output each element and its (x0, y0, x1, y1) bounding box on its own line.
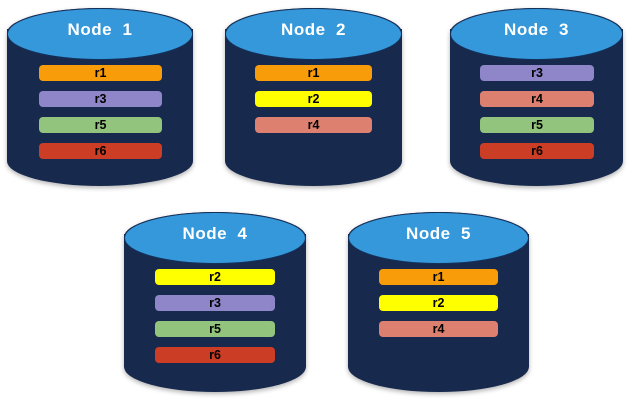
cylinder-top-disc (450, 8, 623, 60)
row-list: r3 r4 r5 r6 (450, 8, 623, 186)
node-title: Node 3 (504, 19, 569, 39)
row-bar[interactable]: r6 (39, 143, 162, 159)
node-4[interactable]: Node 4 r2 r3 r5 r6 (124, 212, 306, 392)
node-2[interactable]: Node 2 r1 r2 r4 (225, 8, 402, 186)
node-title: Node 4 (182, 223, 248, 243)
row-bar[interactable]: r1 (379, 269, 498, 285)
row-bar[interactable]: r1 (255, 65, 372, 81)
row-bar[interactable]: r2 (379, 295, 498, 311)
node-1[interactable]: Node 1 r1 r3 r5 r6 (7, 8, 193, 186)
row-bar[interactable]: r4 (255, 117, 372, 133)
row-bar[interactable]: r5 (155, 321, 275, 337)
row-bar[interactable]: r3 (155, 295, 275, 311)
row-bar[interactable]: r6 (480, 143, 594, 159)
cylinder-top-disc (225, 8, 402, 60)
row-bar[interactable]: r4 (379, 321, 498, 337)
node-title: Node 2 (281, 19, 346, 39)
cylinder-top-disc (124, 212, 306, 265)
row-list: r1 r2 r4 (225, 8, 402, 186)
row-bar[interactable]: r5 (39, 117, 162, 133)
row-bar[interactable]: r5 (480, 117, 594, 133)
node-3[interactable]: Node 3 r3 r4 r5 r6 (450, 8, 623, 186)
row-bar[interactable]: r6 (155, 347, 275, 363)
node-5[interactable]: Node 5 r1 r2 r4 (348, 212, 529, 392)
row-bar[interactable]: r4 (480, 91, 594, 107)
row-bar[interactable]: r2 (255, 91, 372, 107)
cylinder-top-disc (348, 212, 529, 265)
row-bar[interactable]: r1 (39, 65, 162, 81)
node-title: Node 5 (406, 223, 471, 243)
row-bar[interactable]: r3 (39, 91, 162, 107)
row-bar[interactable]: r2 (155, 269, 275, 285)
row-list: r1 r3 r5 r6 (7, 8, 193, 186)
row-list: r2 r3 r5 r6 (124, 212, 306, 392)
row-list: r1 r2 r4 (348, 212, 529, 392)
row-bar[interactable]: r3 (480, 65, 594, 81)
cylinder-top-disc (7, 8, 193, 60)
node-title: Node 1 (67, 19, 133, 39)
